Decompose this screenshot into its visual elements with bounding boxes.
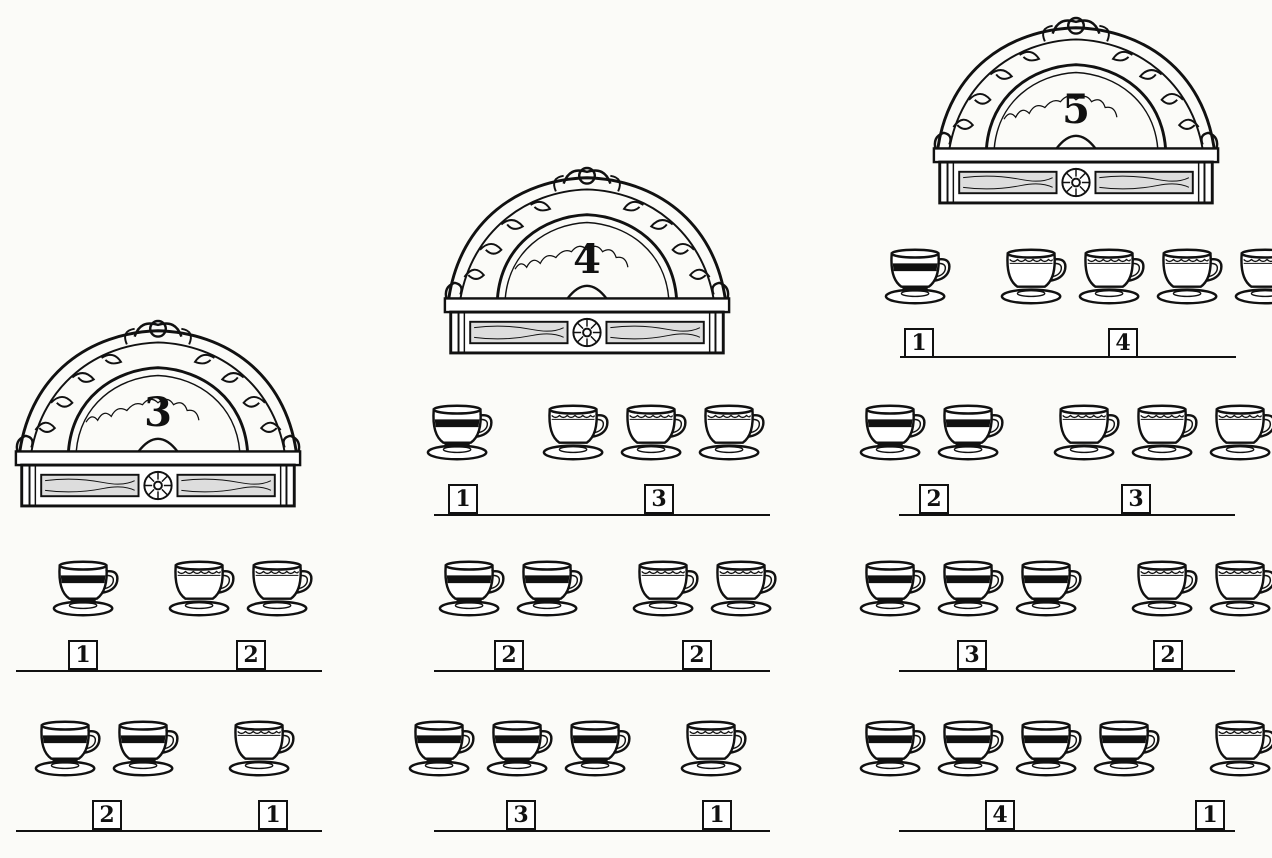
arch-number: 4 bbox=[441, 240, 733, 280]
arch-three: 3 bbox=[12, 315, 304, 510]
plain-teacup-icon bbox=[166, 554, 238, 622]
divider-line bbox=[434, 830, 770, 832]
striped-teacup-icon bbox=[424, 398, 496, 466]
striped-teacup-icon bbox=[857, 554, 929, 622]
arch-five: 5 bbox=[930, 12, 1222, 207]
striped-teacup-icon bbox=[1091, 714, 1163, 782]
row: 1 4 bbox=[880, 236, 1260, 386]
plain-teacup-icon bbox=[998, 242, 1070, 310]
divider-line bbox=[16, 670, 322, 672]
label-box-left: 4 bbox=[985, 800, 1015, 830]
striped-teacup-icon bbox=[110, 714, 182, 782]
label-box-right: 2 bbox=[236, 640, 266, 670]
plain-teacup-icon bbox=[630, 554, 702, 622]
plain-teacup-icon bbox=[618, 398, 690, 466]
row: 2 3 bbox=[855, 392, 1265, 542]
striped-teacup-icon bbox=[406, 714, 478, 782]
plain-teacup-icon bbox=[678, 714, 750, 782]
plain-teacup-icon bbox=[1076, 242, 1148, 310]
striped-teacup-icon bbox=[484, 714, 556, 782]
cup-row bbox=[424, 392, 774, 472]
label-box-right: 3 bbox=[1121, 484, 1151, 514]
arch-number: 5 bbox=[930, 90, 1222, 130]
divider-line bbox=[900, 356, 1236, 358]
label-box-right: 4 bbox=[1108, 328, 1138, 358]
label-box-right: 1 bbox=[1195, 800, 1225, 830]
cup-row bbox=[32, 708, 304, 788]
label-box-right: 2 bbox=[1153, 640, 1183, 670]
label-box-left: 3 bbox=[957, 640, 987, 670]
plain-teacup-icon bbox=[1154, 242, 1226, 310]
striped-teacup-icon bbox=[1013, 714, 1085, 782]
plain-teacup-icon bbox=[226, 714, 298, 782]
plain-teacup-icon bbox=[1129, 554, 1201, 622]
plain-teacup-icon bbox=[708, 554, 780, 622]
label-box-left: 2 bbox=[919, 484, 949, 514]
label-box-left: 2 bbox=[92, 800, 122, 830]
label-box-right: 1 bbox=[258, 800, 288, 830]
label-box-left: 1 bbox=[68, 640, 98, 670]
arch-number: 3 bbox=[12, 393, 304, 433]
cup-row bbox=[406, 708, 756, 788]
plain-teacup-icon bbox=[1207, 554, 1272, 622]
divider-line bbox=[434, 514, 770, 516]
striped-teacup-icon bbox=[882, 242, 954, 310]
row: 2 1 bbox=[0, 708, 330, 858]
label-box-right: 2 bbox=[682, 640, 712, 670]
striped-teacup-icon bbox=[935, 554, 1007, 622]
striped-teacup-icon bbox=[514, 554, 586, 622]
row: 1 3 bbox=[420, 392, 780, 542]
arch-four: 4 bbox=[441, 162, 733, 357]
row: 3 1 bbox=[400, 708, 780, 858]
divider-line bbox=[899, 670, 1235, 672]
striped-teacup-icon bbox=[857, 714, 929, 782]
plain-teacup-icon bbox=[1232, 242, 1272, 310]
plain-teacup-icon bbox=[1051, 398, 1123, 466]
label-box-right: 3 bbox=[644, 484, 674, 514]
divider-line bbox=[899, 514, 1235, 516]
divider-line bbox=[434, 670, 770, 672]
striped-teacup-icon bbox=[857, 398, 929, 466]
cup-row bbox=[857, 708, 1272, 788]
striped-teacup-icon bbox=[562, 714, 634, 782]
cup-row bbox=[436, 548, 786, 628]
row: 4 1 bbox=[855, 708, 1265, 858]
cup-row bbox=[50, 548, 322, 628]
striped-teacup-icon bbox=[50, 554, 122, 622]
label-box-left: 1 bbox=[448, 484, 478, 514]
plain-teacup-icon bbox=[1207, 714, 1272, 782]
divider-line bbox=[899, 830, 1235, 832]
label-box-left: 1 bbox=[904, 328, 934, 358]
row: 2 2 bbox=[420, 548, 780, 698]
striped-teacup-icon bbox=[436, 554, 508, 622]
label-box-right: 1 bbox=[702, 800, 732, 830]
striped-teacup-icon bbox=[1013, 554, 1085, 622]
plain-teacup-icon bbox=[1129, 398, 1201, 466]
label-box-left: 2 bbox=[494, 640, 524, 670]
row: 3 2 bbox=[855, 548, 1265, 698]
cup-row bbox=[857, 392, 1272, 472]
striped-teacup-icon bbox=[935, 398, 1007, 466]
plain-teacup-icon bbox=[1207, 398, 1272, 466]
divider-line bbox=[16, 830, 322, 832]
row: 1 2 bbox=[0, 548, 330, 698]
cup-row bbox=[857, 548, 1272, 628]
striped-teacup-icon bbox=[935, 714, 1007, 782]
page: { "groups": [ { "number": "3", "rows": [… bbox=[0, 0, 1272, 833]
label-box-left: 3 bbox=[506, 800, 536, 830]
plain-teacup-icon bbox=[540, 398, 612, 466]
plain-teacup-icon bbox=[244, 554, 316, 622]
plain-teacup-icon bbox=[696, 398, 768, 466]
striped-teacup-icon bbox=[32, 714, 104, 782]
cup-row bbox=[882, 236, 1272, 316]
